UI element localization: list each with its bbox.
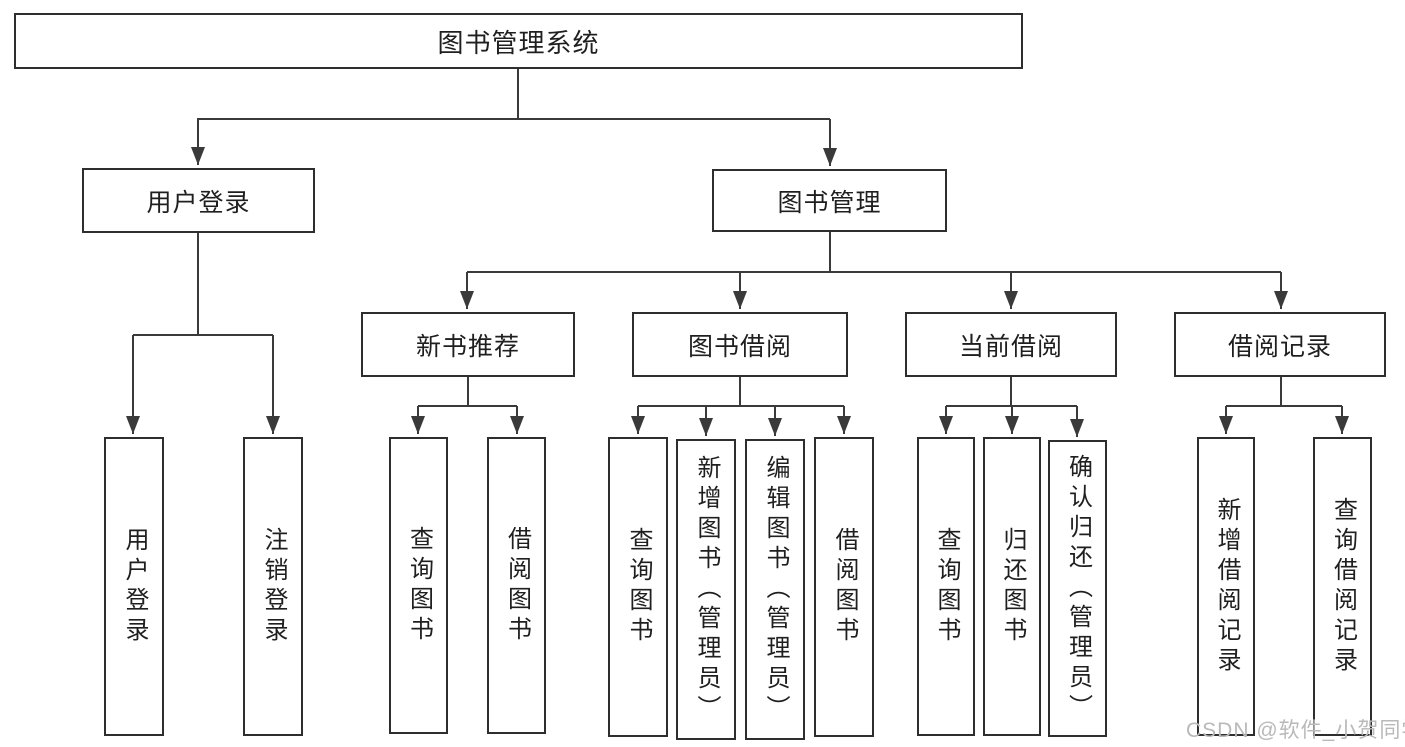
- node-leaf-query-book-2: 查询图书: [608, 437, 668, 737]
- node-leaf-query-book-3: 查询图书: [917, 437, 975, 736]
- watermark: CSDN @软件_小贺同学: [1186, 719, 1405, 742]
- node-leaf-edit-book-admin: 编辑图书（管理员）: [745, 439, 805, 740]
- node-book-borrow: 图书借阅: [632, 312, 848, 377]
- node-leaf-add-book-admin: 新增图书（管理员）: [676, 439, 736, 740]
- node-leaf-user-login: 用户登录: [104, 437, 164, 736]
- node-leaf-borrow-book-1: 借阅图书: [487, 437, 546, 734]
- node-root: 图书管理系统: [14, 13, 1023, 69]
- node-leaf-confirm-return-admin: 确认归还（管理员）: [1048, 440, 1107, 737]
- node-user-login: 用户登录: [82, 168, 315, 233]
- node-leaf-query-borrow-record: 查询借阅记录: [1313, 437, 1372, 736]
- node-leaf-return-book: 归还图书: [983, 437, 1041, 736]
- node-leaf-add-borrow-record: 新增借阅记录: [1197, 437, 1255, 736]
- node-borrow-records: 借阅记录: [1174, 312, 1386, 377]
- node-current-borrow: 当前借阅: [905, 312, 1117, 377]
- node-leaf-logout: 注销登录: [243, 437, 303, 736]
- node-book-management: 图书管理: [712, 169, 947, 232]
- node-leaf-query-book-1: 查询图书: [389, 437, 448, 734]
- node-leaf-borrow-book-2: 借阅图书: [814, 437, 874, 737]
- node-new-book-recommend: 新书推荐: [361, 312, 575, 377]
